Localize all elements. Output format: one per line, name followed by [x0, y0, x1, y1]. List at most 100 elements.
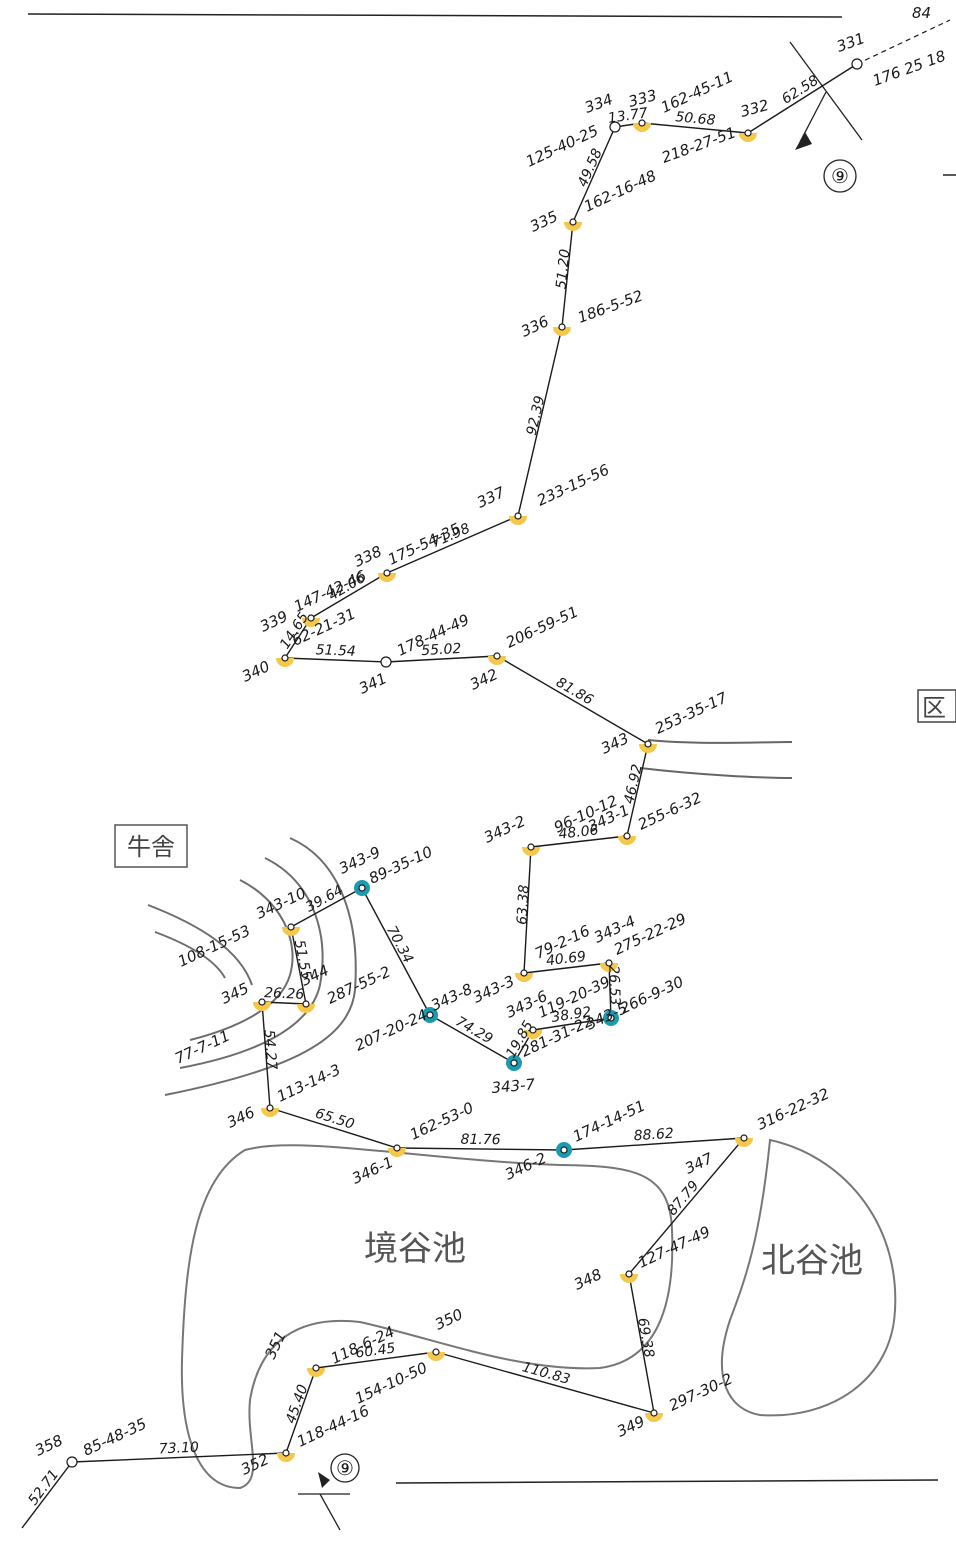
- segment-length-label: 40.69: [545, 949, 587, 970]
- pond-north-outline: [721, 1138, 897, 1417]
- segment-line-350-351: [315, 1351, 437, 1369]
- segment-length-label: 46.92: [621, 763, 646, 806]
- point-id-label: 345: [218, 979, 252, 1007]
- point-marker-fill: [524, 1030, 542, 1039]
- segment-length-label: 55.02: [421, 641, 462, 659]
- top-border-line: [27, 13, 843, 18]
- segment-length-label: 26.53: [605, 965, 622, 1006]
- segment-length-label: 52.71: [25, 1467, 62, 1509]
- point-331: [851, 58, 863, 70]
- segment-line-351-352: [285, 1367, 317, 1454]
- point-marker-fill: [276, 658, 294, 667]
- point-id-label: 343-8: [428, 980, 475, 1015]
- segment-length-label: 13.77: [607, 105, 649, 127]
- point-angle-label: 176 25 18: [870, 47, 948, 90]
- point-id-label: 346: [224, 1103, 258, 1131]
- point-343-9: [358, 884, 366, 892]
- point-348: [625, 1270, 633, 1278]
- segment-line-342-343: [496, 655, 649, 745]
- segment-line-346-346-1: [269, 1107, 398, 1149]
- point-angle-label: 266-9-30: [617, 973, 686, 1018]
- contour-lines: [147, 837, 357, 1096]
- segment-length-label: 38.92: [550, 1004, 592, 1026]
- point-343-3: [520, 969, 528, 977]
- point-346: [266, 1104, 274, 1112]
- point-id-label: 332: [738, 96, 770, 121]
- point-marker-fill: [553, 327, 571, 336]
- segment-line-343-4-343-5: [608, 962, 612, 1019]
- sheet-ref-top: ⑨: [789, 41, 863, 193]
- pond-north-label: 北谷池: [761, 1241, 863, 1281]
- point-339: [307, 614, 315, 622]
- point-342: [493, 652, 501, 660]
- point-marker-fill: [253, 1002, 271, 1011]
- point-338: [383, 569, 391, 577]
- region-partial-box: [917, 689, 956, 723]
- point-336: [558, 323, 566, 331]
- segment-length-label: 39.64: [303, 882, 346, 915]
- survey-point-markers: [66, 58, 863, 1468]
- point-333: [638, 119, 646, 127]
- point-marker-fill: [735, 1138, 753, 1147]
- point-angle-label: 186-5-52: [575, 287, 645, 327]
- segment-line-343-8-343-9: [361, 887, 431, 1016]
- sheet-ref-bottom-label: ⑨: [336, 1456, 354, 1480]
- segment-length-label: 88.62: [633, 1126, 674, 1145]
- pond-main-outline: [180, 1144, 674, 1490]
- point-id-label: 336: [518, 312, 552, 340]
- segment-line-348-349: [628, 1273, 655, 1414]
- segment-length-label: 51.55: [291, 939, 314, 981]
- point-id-label: 348: [571, 1265, 605, 1293]
- segment-length-label: 51.54: [315, 642, 356, 660]
- segment-line-358-edge: [21, 1461, 73, 1529]
- point-marker-fill: [302, 618, 320, 627]
- point-346-1: [393, 1144, 401, 1152]
- point-id-label: 358: [32, 1431, 66, 1459]
- point-angle-label: 253-35-17: [652, 688, 730, 737]
- point-marker-fill: [633, 123, 651, 132]
- point-id-label: 343-7: [491, 1075, 536, 1097]
- region-partial-label: 区: [922, 694, 946, 722]
- segment-length-label: 63.38: [514, 884, 532, 925]
- point-343-8: [426, 1011, 434, 1019]
- point-346-2: [560, 1146, 568, 1154]
- point-id-label: 343-2: [481, 812, 528, 847]
- point-id-label: 347: [682, 1149, 716, 1178]
- point-marker-fill: [277, 1453, 295, 1462]
- point-marker-fill: [515, 973, 533, 982]
- segment-length-label: 51.20: [553, 248, 573, 290]
- pond-main-label: 境谷池: [364, 1229, 466, 1269]
- point-id-label: 343: [598, 729, 632, 757]
- segment-line-340-341: [284, 657, 387, 663]
- point-marker-fill: [639, 744, 657, 753]
- point-angle-label: 113-14-3: [274, 1061, 343, 1106]
- point-angle-label: 85-48-35: [80, 1415, 149, 1460]
- segment-line-331-332: [747, 63, 858, 134]
- point-marker-fill: [307, 1368, 325, 1377]
- point-349: [650, 1409, 658, 1417]
- point-343: [644, 740, 652, 748]
- point-angle-label: 77-7-11: [172, 1027, 233, 1068]
- point-marker-fill: [427, 1352, 445, 1361]
- point-352: [282, 1449, 290, 1457]
- traverse-segments: [21, 19, 951, 1529]
- point-id-label: 351: [261, 1328, 289, 1362]
- point-345: [258, 998, 266, 1006]
- segment-length-label: 92.39: [524, 394, 549, 437]
- point-id-label: 338: [351, 542, 385, 570]
- point-337: [514, 512, 522, 520]
- segment-length-label: 45.40: [283, 1383, 311, 1426]
- segment-length-label: 81.86: [553, 675, 596, 709]
- point-angle-label: 297-30-2: [666, 1370, 735, 1415]
- point-id-label: 349: [614, 1412, 648, 1440]
- point-332: [744, 129, 752, 137]
- segment-line-346-1-346-2: [396, 1147, 565, 1151]
- point-id-label: 331: [834, 29, 867, 56]
- segment-line-346-2-347: [563, 1137, 745, 1151]
- point-angle-label: 207-20-24: [352, 1005, 430, 1054]
- point-341: [380, 656, 392, 668]
- point-335: [569, 218, 577, 226]
- point-id-label: 342: [467, 665, 501, 693]
- point-marker-fill: [600, 963, 618, 972]
- segment-length-label: 87.79: [664, 1178, 702, 1219]
